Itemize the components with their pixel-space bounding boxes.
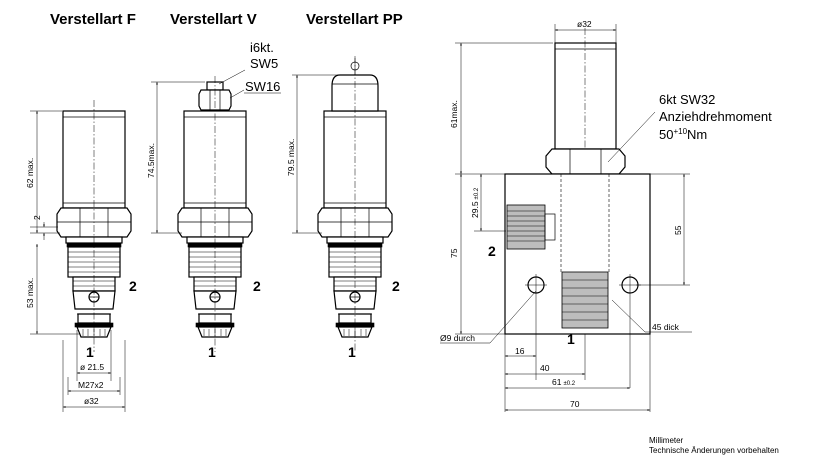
label-i6kt: i6kt.: [250, 40, 274, 55]
dim-79-5-max: 79.5 max.: [286, 139, 296, 176]
port-1-pp: 1: [348, 344, 356, 360]
dim-29-5-tolerance: ±0.2: [474, 187, 480, 199]
port-2-f: 2: [129, 278, 137, 294]
dim-d21-5: ø 21.5: [80, 362, 104, 372]
dim-75: 75: [449, 248, 459, 258]
port-2-v: 2: [253, 278, 261, 294]
dim-62-max: 62 max.: [25, 158, 35, 188]
note-anziehdrehmoment: Anziehdrehmoment: [659, 109, 772, 124]
title-verstellart-pp: Verstellart PP: [306, 11, 403, 28]
dim-d9-durch: Ø9 durch: [440, 333, 475, 343]
dim-45-dick: 45 dick: [652, 322, 680, 332]
dim-m27x2: M27x2: [78, 380, 104, 390]
dim-61-value: 61: [552, 377, 562, 387]
valve-pp: 79.5 max. 1 2: [286, 56, 400, 360]
dim-53-max: 53 max.: [25, 278, 35, 308]
manifold-assembly: ø32 61max. 6kt SW32 Anziehdrehmoment 50+…: [440, 19, 772, 412]
title-verstellart-f: Verstellart F: [50, 11, 136, 28]
label-sw16: SW16: [245, 79, 280, 94]
dim-29-5-value: 29.5: [470, 201, 480, 218]
dim-29-5: 29.5 ±0.2: [470, 187, 480, 218]
note-6kt-sw32: 6kt SW32: [659, 92, 715, 107]
dim-74-5-max: 74.5max.: [146, 143, 156, 178]
dim-61: 61±0.2: [552, 377, 576, 387]
note-torque: 50+10Nm: [659, 127, 707, 142]
dim-2: 2: [32, 215, 42, 220]
footer-millimeter: Millimeter: [649, 436, 684, 445]
note-torque-tolerance: +10: [673, 127, 687, 136]
title-verstellart-v: Verstellart V: [170, 11, 257, 28]
dim-d32-f: ø32: [84, 396, 99, 406]
dim-d32-top: ø32: [577, 19, 592, 29]
port-1-v: 1: [208, 344, 216, 360]
port-2-assembly: 2: [488, 243, 496, 259]
dim-40: 40: [540, 363, 550, 373]
dim-70: 70: [570, 399, 580, 409]
dim-61-tolerance: ±0.2: [563, 381, 575, 387]
port-2-pp: 2: [392, 278, 400, 294]
note-torque-value: 50: [659, 127, 673, 142]
valve-v: i6kt. SW5 SW16 74.5max. 1 2: [146, 40, 281, 360]
port-1-assembly: 1: [567, 331, 575, 347]
dim-61-max: 61max.: [449, 100, 459, 128]
footer-technical-changes: Technische Änderungen vorbehalten: [649, 446, 779, 455]
valve-f: 62 max. 2 53 max. 1 2 ø 21.5 M27x2 ø32: [25, 100, 137, 412]
dim-16: 16: [515, 346, 525, 356]
port-1-f: 1: [86, 344, 94, 360]
dim-55: 55: [673, 225, 683, 235]
note-torque-unit: Nm: [687, 127, 707, 142]
label-sw5: SW5: [250, 56, 278, 71]
